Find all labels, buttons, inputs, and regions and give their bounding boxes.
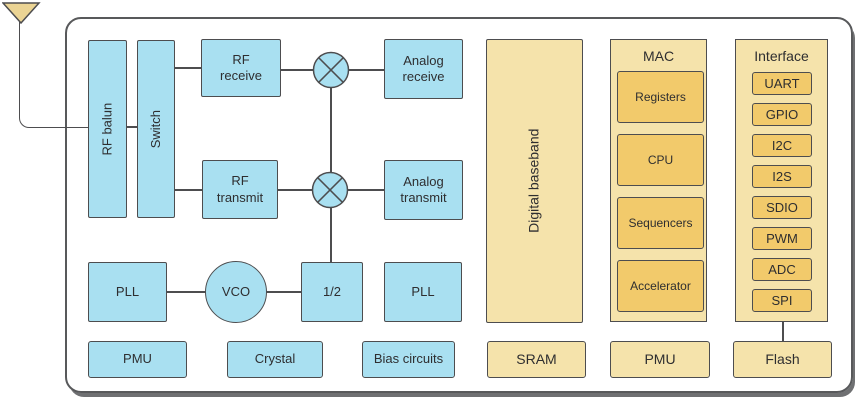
- rf-transmit-label: RF transmit: [216, 173, 264, 205]
- block-pmu-right: PMU: [610, 341, 710, 378]
- block-i2s: I2S: [752, 165, 812, 188]
- pll-right-label: PLL: [411, 283, 435, 299]
- wire-mixer2-divider: [330, 207, 332, 263]
- block-switch: Switch: [137, 40, 175, 218]
- block-flash: Flash: [733, 341, 832, 378]
- pmu-right-label: PMU: [644, 350, 676, 367]
- block-analog-transmit: Analog transmit: [384, 160, 463, 220]
- block-cpu: CPU: [617, 134, 704, 186]
- wire-rfreceive-mixer: [281, 69, 313, 71]
- sram-label: SRAM: [516, 350, 557, 367]
- rf-receive-label: RF receive: [220, 51, 262, 83]
- wire-mixer-analogreceive: [349, 69, 384, 71]
- pwm-label: PWM: [766, 231, 798, 246]
- wire-switch-rfreceive: [175, 67, 202, 69]
- block-divide-by-two: 1/2: [301, 262, 363, 322]
- group-interface: Interface UART GPIO I2C I2S SDIO PWM ADC…: [735, 39, 828, 322]
- i2c-label: I2C: [771, 138, 793, 153]
- i2s-label: I2S: [772, 169, 792, 184]
- block-uart: UART: [752, 72, 812, 95]
- block-sram: SRAM: [487, 341, 586, 378]
- sdio-label: SDIO: [766, 200, 798, 215]
- chip-outline: [65, 17, 853, 393]
- cpu-label: CPU: [647, 153, 674, 167]
- pmu-left-label: PMU: [123, 351, 152, 367]
- adc-label: ADC: [768, 262, 796, 277]
- crystal-label: Crystal: [254, 351, 296, 367]
- wire-mixer-analogtransmit: [348, 189, 384, 191]
- block-registers: Registers: [617, 71, 704, 123]
- mixer-transmit-icon: [311, 171, 349, 209]
- wire-antenna-to-balun: [19, 21, 89, 128]
- block-pmu-left: PMU: [88, 341, 187, 378]
- flash-label: Flash: [765, 350, 800, 367]
- block-sequencers: Sequencers: [617, 197, 704, 249]
- block-rf-receive: RF receive: [201, 39, 281, 97]
- block-i2c: I2C: [752, 134, 812, 157]
- antenna-icon: [2, 2, 41, 25]
- block-rf-transmit: RF transmit: [202, 160, 278, 219]
- wire-switch-rftransmit: [175, 189, 203, 191]
- switch-label: Switch: [147, 109, 163, 149]
- pll-left-label: PLL: [115, 283, 140, 299]
- block-adc: ADC: [752, 258, 812, 281]
- wire-spi-flash: [782, 309, 784, 341]
- block-digital-baseband: Digital baseband: [486, 39, 583, 323]
- bias-circuits-label: Bias circuits: [373, 351, 444, 367]
- sequencers-label: Sequencers: [628, 216, 693, 230]
- analog-receive-label: Analog receive: [402, 52, 445, 84]
- interface-title: Interface: [754, 48, 809, 64]
- vco-label: VCO: [221, 283, 251, 299]
- spi-label: SPI: [771, 293, 793, 308]
- wire-vco-divider: [266, 291, 302, 293]
- gpio-label: GPIO: [765, 107, 799, 122]
- analog-transmit-label: Analog transmit: [400, 173, 447, 205]
- block-crystal: Crystal: [227, 341, 323, 378]
- block-bias-circuits: Bias circuits: [362, 341, 455, 378]
- block-spi: SPI: [752, 289, 812, 312]
- block-accelerator: Accelerator: [617, 260, 704, 312]
- registers-label: Registers: [635, 90, 686, 104]
- wire-rftransmit-mixer: [278, 189, 312, 191]
- block-rf-balun: RF balun: [88, 40, 127, 218]
- block-pll-left: PLL: [88, 262, 167, 322]
- divide-by-two-label: 1/2: [322, 283, 342, 299]
- accelerator-label: Accelerator: [630, 279, 691, 293]
- mac-title: MAC: [642, 48, 675, 64]
- wire-mixer1-mixer2: [330, 88, 332, 172]
- wire-pll-vco: [167, 291, 206, 293]
- block-pwm: PWM: [752, 227, 812, 250]
- rf-balun-label: RF balun: [99, 102, 115, 156]
- block-gpio: GPIO: [752, 103, 812, 126]
- block-vco: VCO: [205, 261, 267, 323]
- block-pll-right: PLL: [384, 262, 462, 322]
- group-mac: MAC Registers CPU Sequencers Accelerator: [610, 39, 707, 322]
- block-sdio: SDIO: [752, 196, 812, 219]
- mixer-receive-icon: [312, 51, 350, 89]
- wire-balun-switch: [126, 126, 138, 128]
- uart-label: UART: [764, 76, 800, 91]
- digital-baseband-label: Digital baseband: [525, 128, 542, 234]
- block-analog-receive: Analog receive: [384, 39, 463, 99]
